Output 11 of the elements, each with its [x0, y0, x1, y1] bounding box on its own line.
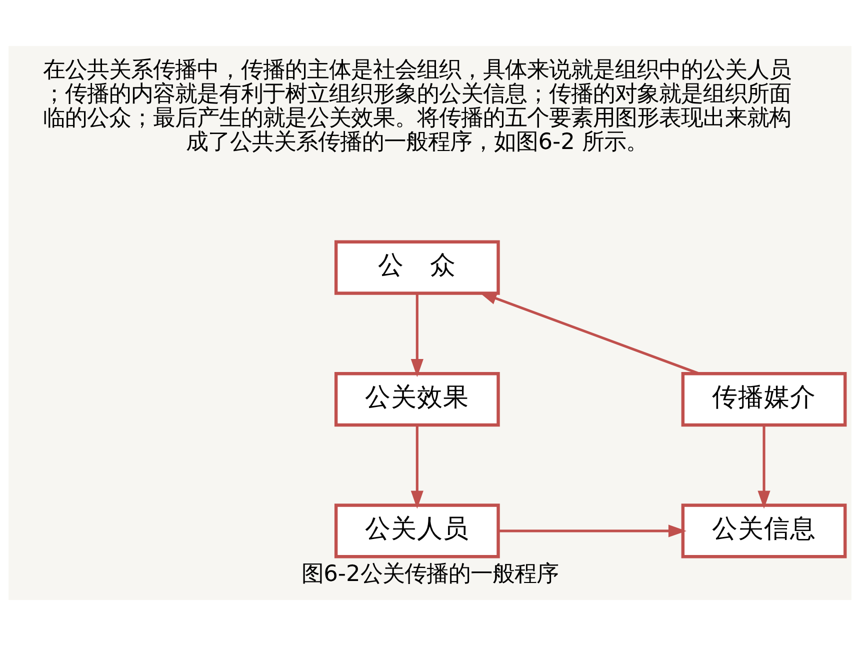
arrow: [758, 424, 770, 508]
node-box: 公关效果: [334, 371, 500, 426]
caption: 图6-2公关传播的一般程序: [302, 560, 558, 587]
arrow: [410, 292, 424, 377]
node-box: 传播媒介: [681, 371, 847, 426]
label: 在公共关系传播中，传播的主体是社会组织，具体来说就是组织中的公关人员；传播的内容就是有利于树立组织形象的公关信息；传播的对象就是组织所面临的公众；最后产生的就是公关效果。将传播的五个要素用图形表现出来就构成了公共关系传播的一般程序，如图6-2 所示。: [43, 56, 792, 155]
arrow: [410, 424, 424, 508]
node-box: 公关人员: [334, 503, 500, 558]
arrow: [498, 524, 686, 537]
node-box: 公 众: [334, 240, 500, 294]
node-box: 公关信息: [681, 503, 847, 558]
